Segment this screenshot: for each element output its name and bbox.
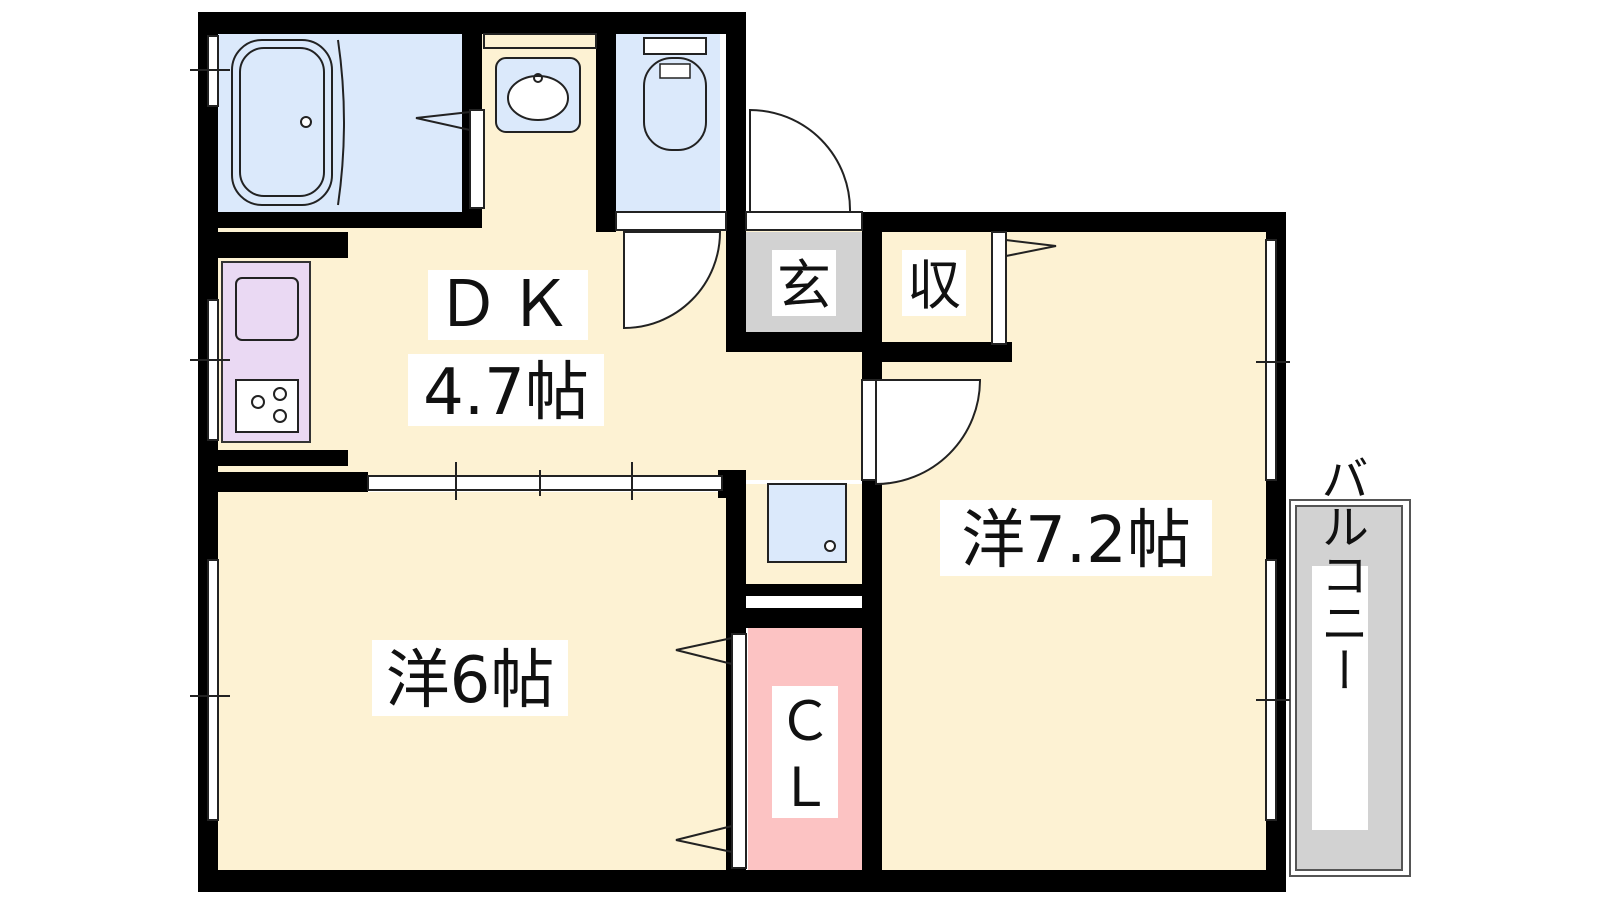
- door-entrance-swing: [749, 108, 852, 213]
- fixtures: [231, 37, 847, 563]
- bathtub-icon: [231, 39, 333, 206]
- western-room-a-label: 洋6帖: [386, 644, 555, 718]
- closet-label-c: Ｃ: [778, 690, 832, 753]
- sliding-door-dk: [367, 475, 723, 491]
- closet-label-l: Ｌ: [778, 756, 832, 819]
- door-room-b-swing: [875, 379, 982, 486]
- toilet-tank-icon: [643, 37, 707, 55]
- toilet-icon: [643, 57, 707, 151]
- window-kitchen: [207, 299, 219, 441]
- window-room-b-upper: [1265, 239, 1277, 481]
- window-room-b-lower: [1265, 559, 1277, 821]
- door-storage-arrow: [1005, 239, 1057, 257]
- door-toilet-swing: [623, 231, 722, 330]
- door-closet-arrow-top: [675, 637, 733, 665]
- windows: [190, 33, 1290, 869]
- water-heater-icon: [767, 483, 847, 563]
- western-room-b-label: 洋7.2帖: [961, 504, 1191, 578]
- dk-size: 4.7帖: [423, 356, 589, 430]
- dk-name: ＤＫ: [436, 268, 580, 342]
- kitchen-sink-icon: [235, 277, 299, 341]
- door-swings: [415, 108, 1057, 853]
- balcony-label: バルコニー: [1312, 454, 1368, 694]
- door-bath-arrow: [415, 111, 471, 131]
- door-closet-arrow-bottom: [675, 825, 733, 853]
- balcony-outer-frame: [1289, 499, 1411, 877]
- walls: [198, 12, 1286, 892]
- storage-label: 収: [907, 254, 961, 317]
- entrance-label: 玄: [777, 254, 831, 317]
- labels: ＤＫ 4.7帖 玄 収 洋6帖 洋7.2帖 Ｃ Ｌ バルコニー: [372, 250, 1368, 830]
- stove-icon: [235, 379, 299, 433]
- window-room-a: [207, 559, 219, 821]
